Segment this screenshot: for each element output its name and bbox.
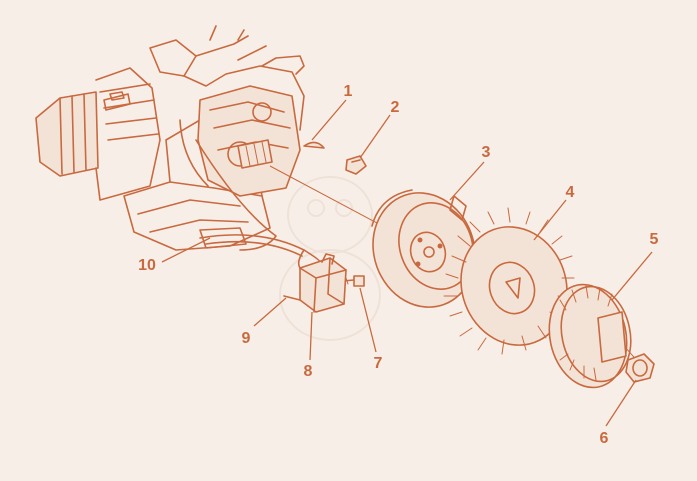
callout-8: 8 bbox=[303, 363, 313, 380]
callout-4: 4 bbox=[565, 184, 575, 201]
part-3-flywheel bbox=[371, 189, 476, 308]
leader-lines bbox=[161, 99, 653, 427]
callout-10: 10 bbox=[138, 257, 156, 274]
part-4-cooling-fan bbox=[443, 207, 575, 355]
callout-7: 7 bbox=[373, 355, 383, 372]
part-8-ignition-coil bbox=[283, 249, 347, 313]
part-6-nut bbox=[625, 353, 655, 383]
part-5-rotor bbox=[548, 283, 632, 389]
callout-5: 5 bbox=[649, 231, 659, 248]
part-1-key bbox=[303, 141, 325, 149]
part-2-nut bbox=[345, 155, 367, 175]
callout-9: 9 bbox=[241, 330, 251, 347]
callout-3: 3 bbox=[481, 144, 491, 161]
engine-assembly bbox=[35, 25, 321, 263]
watermark-mascot bbox=[279, 176, 381, 341]
callout-1: 1 bbox=[343, 83, 353, 100]
callout-2: 2 bbox=[390, 99, 400, 116]
callout-6: 6 bbox=[599, 430, 609, 447]
